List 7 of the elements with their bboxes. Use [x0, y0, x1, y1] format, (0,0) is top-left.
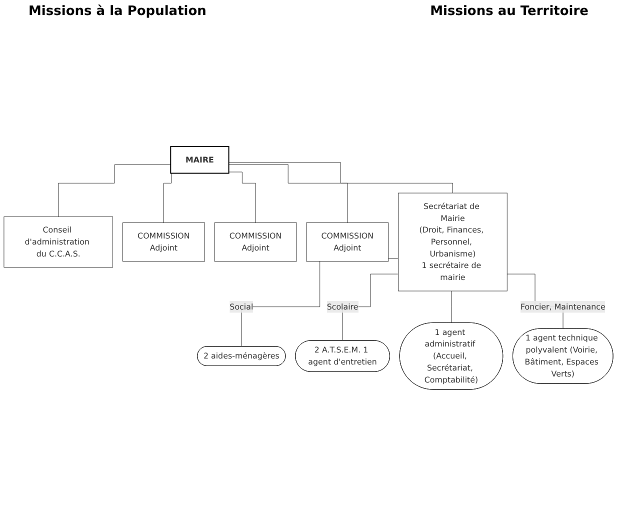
connector — [228, 162, 453, 194]
section-heading: Missions à la Population — [28, 4, 206, 19]
section-heading: Missions au Territoire — [430, 4, 588, 19]
connector — [228, 172, 256, 223]
connector — [58, 164, 171, 218]
connector — [228, 164, 348, 223]
connector — [451, 290, 452, 324]
